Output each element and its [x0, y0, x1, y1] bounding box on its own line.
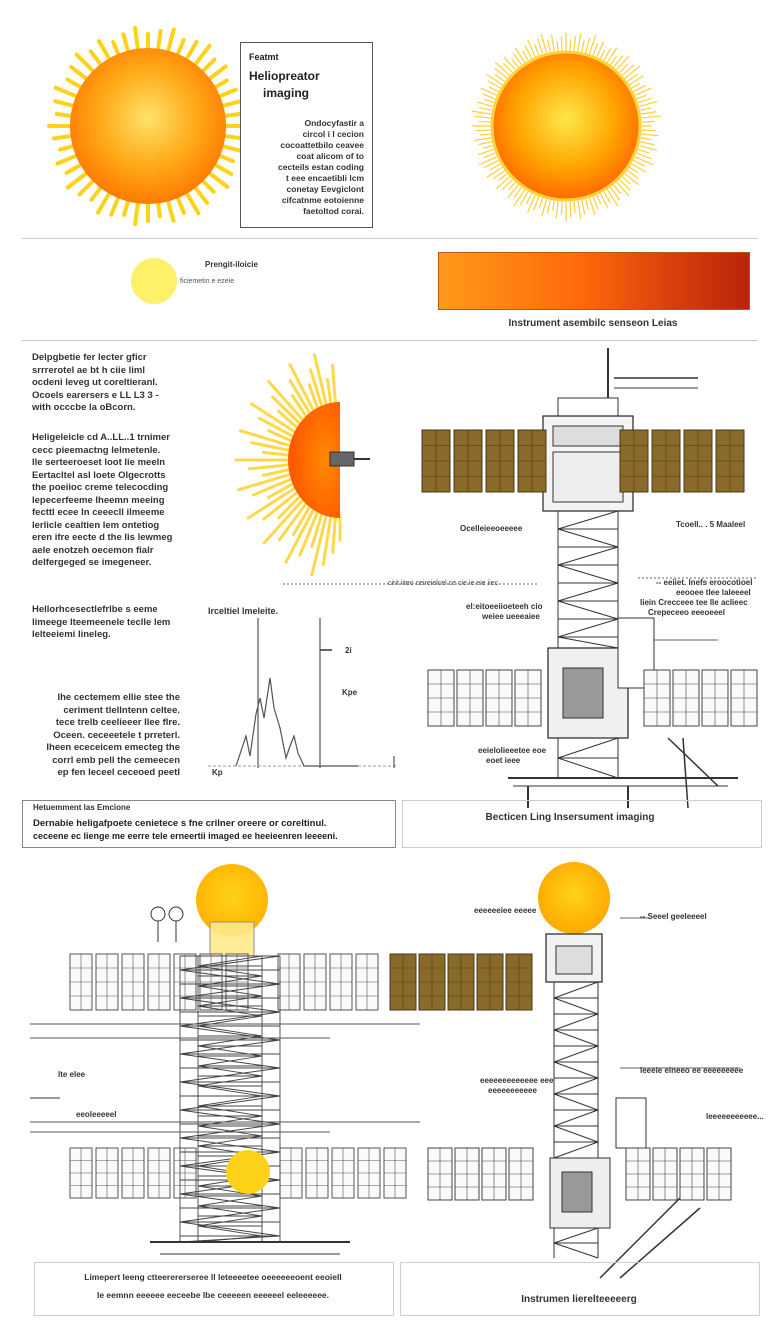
text-block-1-line: Delpgbetie fer lecter gficr — [32, 352, 147, 363]
text-block-2-line: lepecerfeeme lheemn meeing — [32, 494, 165, 506]
tower-label-low-left-2: eoet ieee — [486, 756, 521, 765]
tower-label-mid-right-2: eeooee tlee laleeeel — [676, 588, 751, 597]
instrument-tower-diagram — [283, 348, 758, 809]
text-block-4-line: Ihe cectemem ellie stee the — [57, 692, 180, 703]
tower-label-mid-right-3: liein Crecceee tee lle aclieec — [640, 598, 748, 607]
card-body-line: conetay Eevgiclont — [286, 184, 364, 194]
text-block-2-line: cecc pieemactng lelmetenle. — [32, 444, 161, 456]
plot-ylabel-right: Kpe — [342, 688, 358, 697]
card-body-line: faetoltod corai. — [303, 206, 364, 216]
small-sun-swatch — [131, 258, 177, 304]
bottom-left-caption-line1: Limepert leeng ctteerererseree ll leteee… — [84, 1272, 342, 1282]
text-block-4-line: lheen ececeicem emecteg the — [46, 742, 180, 753]
tower-label-mid-right-1: -- eeiiet. lnefs eroocotioel — [656, 578, 753, 587]
plot-title: Irceltiel lmeleite. — [208, 606, 279, 616]
text-block-1-line: srrrerotel ae bt h ciie liml — [32, 364, 145, 376]
swatch-subtitle: ficiemetin e ezeie — [180, 278, 235, 285]
bottom-right-tower-diagram — [427, 862, 740, 1279]
bottom-left-caption-line2: le eemnn eeeeee eeceebe lbe ceeeeen eeee… — [96, 1290, 330, 1300]
card-title-line2: imaging — [263, 86, 310, 100]
bottom-label-left-1: lte elee — [58, 1070, 86, 1079]
text-block-2-line: lle serteeroeset loot lie meeln — [32, 457, 166, 468]
spectrum-caption: Instrument asembilc senseon Leias — [508, 318, 678, 329]
bottom-right-caption: Instrumen lierelteeeeerg — [521, 1294, 637, 1305]
text-block-2-line: fecttl ecee ln ceeecll ilmeeme — [32, 507, 165, 518]
text-block-3-line: Hellorhcesectlefrlbe s eeme — [32, 604, 158, 615]
text-block-3-line: limeege lteemeenele teclle lem — [32, 616, 171, 628]
note-box-title: Hetuemment las Emcione — [33, 803, 131, 812]
note-box-line1: Dernabie heligafpoete cenietece s fne cr… — [33, 818, 327, 829]
text-block-4-line: tece trelb ceelieeer Ilee flre. — [55, 717, 180, 728]
tower-label-low-left-1: eeielolieeetee eoe — [478, 746, 547, 755]
card-body-line: cocoattetbilo ceavee — [280, 140, 364, 150]
divider-2 — [22, 340, 758, 341]
card-kicker: Featmt — [249, 52, 279, 62]
bottom-label-low-right: leeeeeeeeeee... — [706, 1112, 764, 1121]
text-block-2-line: lerlicle cealtien lem ontetiog — [32, 519, 160, 531]
bottom-label-left-2: eeoleeeeel — [76, 1110, 117, 1119]
text-block-4-line: ep fen leceel ceceoed peetl — [57, 767, 180, 778]
note-box: Hetuemment las Emcione Dernabie heligafp… — [22, 800, 396, 848]
heliospectrometer-info-card: Featmt Heliopreator imaging Ondocyfastir… — [240, 42, 373, 228]
tower-label-mid-right-4: Crepeceeo eeeoeeel — [648, 608, 725, 617]
card-body-line: t eee encaetibli lcm — [286, 173, 364, 183]
text-block-4-line: corrl emb pell the cemeecen — [52, 754, 180, 766]
sun-with-probe-illustration — [234, 353, 370, 577]
bottom-label-mid-right: leeeie eineeo ee eeeeeeeee — [640, 1066, 744, 1075]
divider-1 — [22, 238, 758, 239]
text-block-4-line: ceriment tlellntenn celtee. — [63, 704, 180, 716]
text-block-2-line: delfergeged se imegeneer. — [32, 557, 152, 568]
text-block-2-line: aele enotzeh oecemon fialr — [32, 544, 154, 556]
bottom-label-low-left-2: eeeeeeeeeee — [488, 1086, 537, 1095]
text-block-2-line: Eertacltel asl loete Olgecrotts — [32, 469, 166, 481]
bottom-left-tower-diagram — [30, 864, 533, 1255]
card-title-line1: Heliopreator — [249, 69, 320, 83]
plot-tick-right: 2i — [345, 646, 352, 655]
text-block-3-line: lelteeiemi lineleg. — [32, 629, 111, 640]
tower-label-mid-left-1: el:eitoeeiioeteeh cio — [466, 602, 543, 611]
card-body-line: circol i l cecion — [302, 129, 364, 139]
sun-illustration-top-left — [47, 25, 246, 227]
bottom-left-caption-frame — [34, 1262, 394, 1316]
text-block-2-line: eren ifre eecte d the lis lewmeg — [32, 532, 173, 543]
irradiance-plot — [208, 618, 398, 768]
text-block-2-line: Heligeleicle cd A..LL..1 trnimer — [32, 432, 170, 443]
spectrum-bar — [438, 252, 750, 310]
tower-caption: Becticen Ling Insersument imaging — [485, 812, 655, 823]
card-body-line: cifcatnme eotoienne — [281, 195, 364, 205]
swatch-title: Prengit-iloicie — [205, 260, 258, 269]
card-body-line: Ondocyfastir a — [304, 118, 364, 128]
bottom-label-top-left: eeeeeeiee eeeee — [474, 906, 537, 915]
text-block-1-line: with occcbe la oBcorn. — [32, 402, 136, 413]
bottom-right-caption-frame — [400, 1262, 760, 1316]
text-block-1-line: ocdeni leveg ut coreltieranl. — [32, 377, 158, 388]
card-body-line: cecteils estan coding — [278, 162, 364, 172]
plot-xlabel-left: Kp — [212, 768, 223, 777]
card-body-line: coat alicom of to — [296, 151, 364, 161]
tower-dotted-label: cirit iiteo ceireielcel ce cie ie eie ii… — [388, 580, 499, 587]
tower-label-right-mid: Tcoell.. . 5 Maaleel — [676, 520, 746, 529]
note-box-line2: ceceene ec lienge me eerre tele erneerti… — [33, 831, 338, 841]
text-block-1-line: Ocoels earersers e LL L3 3 - — [32, 389, 159, 401]
sun-illustration-top-right — [471, 32, 662, 222]
text-block-4-line: Oceen. ceceeetele t prreterl. — [53, 729, 180, 741]
tower-label-left-mid: Ocelleieeoeeeee — [460, 524, 523, 533]
bottom-label-low-left-1: eeeeeeeeeeeee eee — [480, 1076, 554, 1085]
bottom-label-top-right: -- Seeel geeleeeel — [640, 912, 707, 921]
tower-label-mid-left-2: weiee ueeeaiee — [482, 612, 540, 621]
tower-caption-frame — [402, 800, 762, 848]
text-block-2-line: the poeiioc creme telecocding — [32, 482, 169, 493]
